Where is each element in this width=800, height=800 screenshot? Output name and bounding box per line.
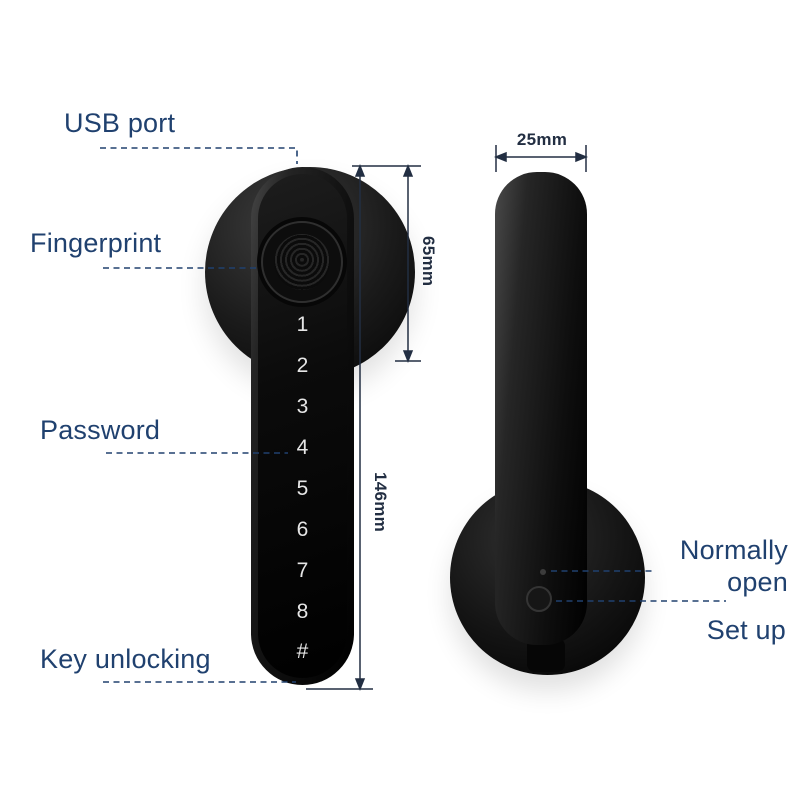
- dimension-label-146mm: 146mm: [371, 472, 390, 533]
- keypad-key-6: 6: [296, 517, 309, 541]
- fingerprint-sensor: [261, 221, 343, 303]
- arrow-146mm-top: [354, 163, 366, 177]
- fingerprint-sensor-surface: [274, 234, 330, 290]
- keypad-key-2: 2: [296, 354, 309, 378]
- keypad-key-1: 1: [296, 313, 309, 337]
- usb-port-leader-line: [100, 147, 298, 164]
- normally-open-label: Normally open: [679, 535, 788, 598]
- arrow-25mm-left: [493, 151, 507, 163]
- keypad-key-4: 4: [296, 436, 309, 460]
- key-unlocking-label: Key unlocking: [40, 644, 211, 674]
- usb-port-label: USB port: [64, 108, 176, 138]
- keypad-key-7: 7: [296, 558, 309, 582]
- setup-button: [526, 586, 552, 612]
- keypad-key-5: 5: [296, 476, 309, 500]
- arrow-25mm-right: [575, 151, 589, 163]
- fingerprint-label: Fingerprint: [30, 228, 162, 258]
- arrow-65mm-bottom: [402, 350, 414, 364]
- side-handle-body: [495, 172, 587, 645]
- dimension-label-65mm: 65mm: [419, 236, 438, 287]
- dimension-label-25mm: 25mm: [516, 130, 568, 149]
- normally-open-indicator-dot: [540, 569, 546, 575]
- front-handle-body: 1 2 3 4 5 6 7 8 #: [251, 167, 354, 685]
- password-label: Password: [40, 415, 161, 445]
- keypad-key-3: 3: [296, 395, 309, 419]
- keypad-key-hash: #: [296, 640, 309, 664]
- arrow-146mm-bottom: [354, 678, 366, 692]
- set-up-label: Set up: [706, 615, 786, 645]
- arrow-65mm-top: [402, 163, 414, 177]
- keypad-key-8: 8: [296, 599, 309, 623]
- keypad: 1 2 3 4 5 6 7 8 #: [251, 305, 354, 673]
